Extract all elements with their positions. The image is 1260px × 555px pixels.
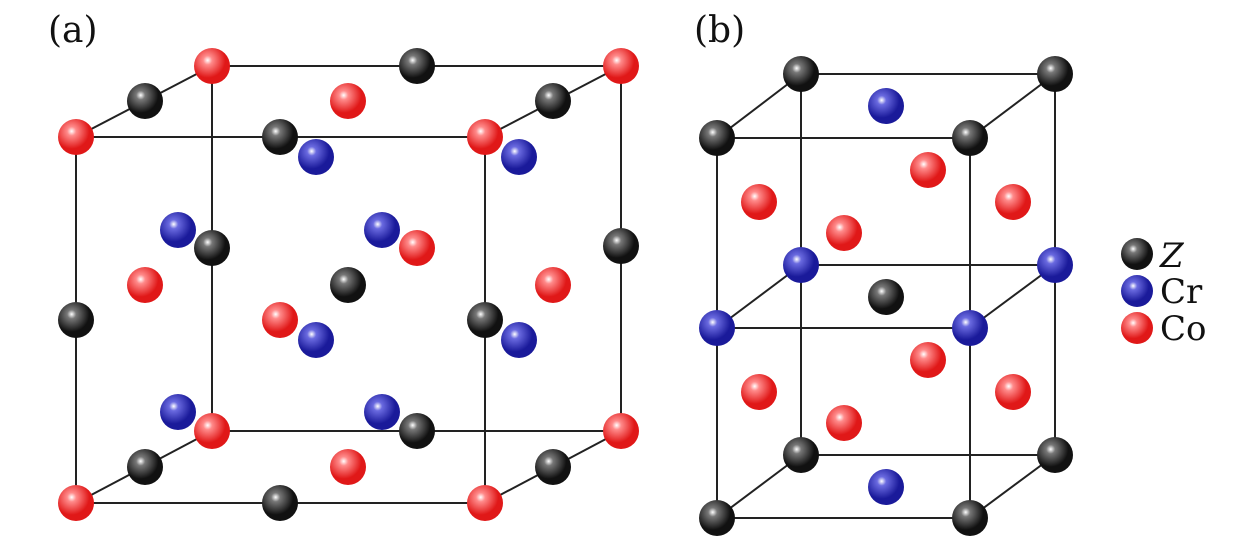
atom-cr [868,469,904,505]
atom-z [58,302,94,338]
atom-co [741,184,777,220]
atom-z [399,48,435,84]
atom-co [826,215,862,251]
legend-marker-z [1121,238,1153,270]
atom-cr [364,212,400,248]
atom-cr [501,322,537,358]
atom-co [741,374,777,410]
atom-z [699,120,735,156]
atom-co [995,374,1031,410]
atom-cr [699,310,735,346]
atom-cr [783,247,819,283]
atom-z [127,83,163,119]
atom-z [1037,56,1073,92]
atom-co [399,230,435,266]
atom-co [330,449,366,485]
atom-z [603,228,639,264]
atom-z [127,449,163,485]
atom-co [194,413,230,449]
atom-co [603,413,639,449]
panel-b-label: (b) [694,10,746,51]
legend-label-cr: Cr [1160,272,1203,312]
atom-z [467,302,503,338]
atom-co [535,267,571,303]
atom-co [58,119,94,155]
atom-cr [501,139,537,175]
atom-co [127,267,163,303]
atom-co [58,485,94,521]
atom-z [1037,437,1073,473]
panel-a-atoms [58,48,639,521]
legend-label-z: Z [1160,236,1184,276]
atom-z [262,119,298,155]
atom-z [952,120,988,156]
atom-co [467,485,503,521]
atom-z [262,485,298,521]
atom-z [783,437,819,473]
atom-co [910,152,946,188]
panel-b-atoms [699,56,1073,536]
atom-co [194,48,230,84]
atom-co [995,184,1031,220]
atom-co [826,405,862,441]
atom-cr [298,322,334,358]
atom-z [699,500,735,536]
atom-cr [868,88,904,124]
legend-markers [1121,238,1153,344]
atom-co [910,342,946,378]
atom-z [535,83,571,119]
atom-z [194,230,230,266]
atom-cr [364,394,400,430]
atom-z [399,413,435,449]
atom-cr [1037,247,1073,283]
atom-cr [952,310,988,346]
atom-co [330,83,366,119]
atom-co [262,302,298,338]
atom-co [603,48,639,84]
atom-z [535,449,571,485]
atom-z [868,279,904,315]
atom-z [783,56,819,92]
atom-cr [160,212,196,248]
legend-marker-cr [1121,275,1153,307]
atom-cr [298,139,334,175]
atom-cr [160,394,196,430]
panel-a-label: (a) [48,10,98,51]
legend-label-co: Co [1160,309,1207,349]
atom-z [952,500,988,536]
atom-z [330,267,366,303]
legend-marker-co [1121,312,1153,344]
atom-co [467,119,503,155]
